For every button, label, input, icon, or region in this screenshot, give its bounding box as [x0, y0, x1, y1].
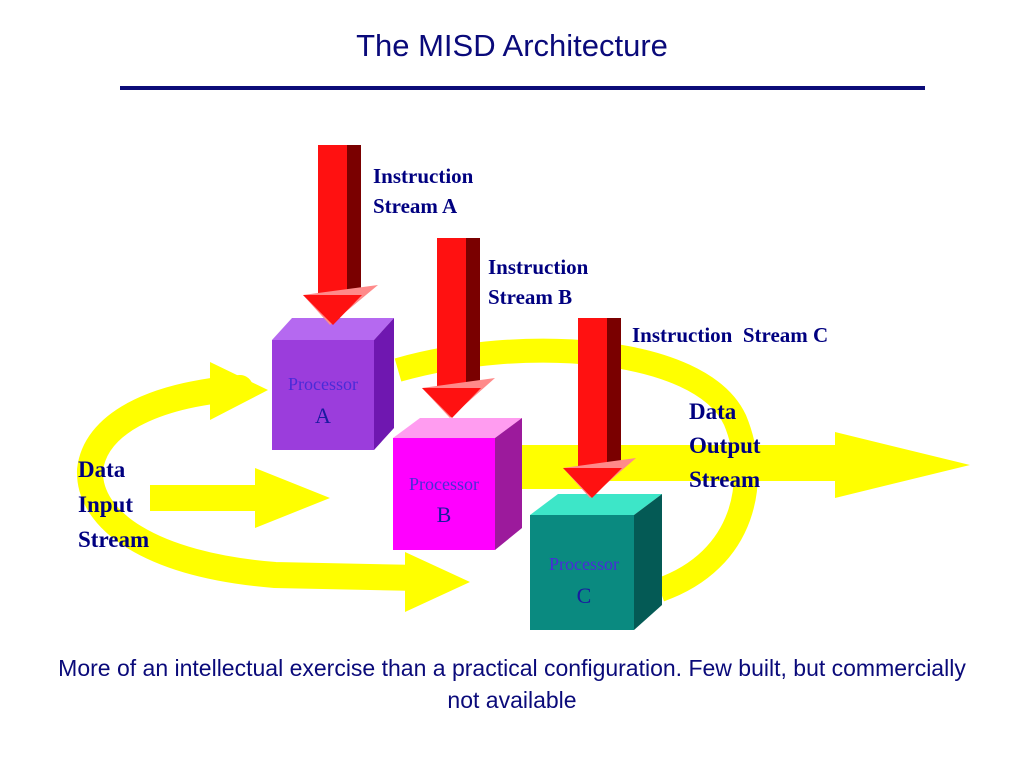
processor-c-word: Processor [549, 554, 619, 574]
processor-c-letter: C [577, 583, 592, 608]
upper-arc [394, 338, 758, 602]
output-arrowhead [835, 432, 970, 498]
processor-a-letter: A [315, 403, 331, 428]
instruction-arrow-a [303, 145, 378, 325]
processor-a-word: Processor [288, 374, 358, 394]
slide-title: The MISD Architecture [356, 28, 668, 63]
processor-b-word: Processor [409, 474, 479, 494]
data-streams [77, 338, 970, 612]
instruction-arrow-b [422, 238, 495, 418]
title-underline [120, 86, 925, 90]
processor-b-letter: B [437, 502, 452, 527]
label-instruction-stream-c: Instruction Stream C [632, 323, 828, 347]
slide-caption: More of an intellectual exercise than a … [58, 655, 966, 713]
misd-diagram: Processor A Processor B Processor C [77, 145, 970, 630]
label-data-input-stream: Data Input Stream [78, 457, 149, 552]
label-instruction-stream-a: Instruction Stream A [373, 164, 479, 218]
data-loop-outer [77, 375, 433, 591]
processor-b: Processor B [393, 418, 522, 550]
label-data-output-stream: Data Output Stream [689, 399, 766, 492]
instruction-arrow-c [563, 318, 636, 498]
input-arrowhead [255, 468, 330, 528]
loop-arrowhead-top [210, 362, 268, 420]
processor-c: Processor C [530, 494, 662, 630]
processor-a: Processor A [272, 318, 394, 450]
loop-arrowhead-bottom [405, 552, 470, 612]
label-instruction-stream-b: Instruction Stream B [488, 255, 594, 309]
